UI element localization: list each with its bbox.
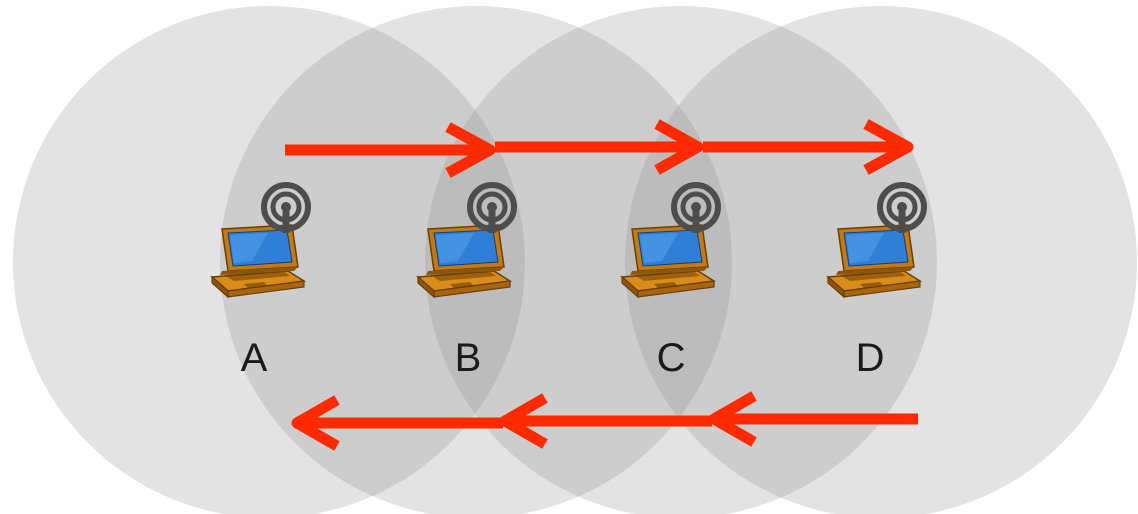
forward-path — [285, 119, 914, 178]
coverage-circles — [13, 6, 1137, 514]
node-c: C — [621, 185, 718, 380]
forward-hop-b-c-arrow — [495, 119, 704, 175]
forward-hop-c-d-arrow — [703, 119, 914, 175]
return-hop-c-b-arrow — [499, 393, 712, 449]
return-hop-d-c-arrow — [708, 391, 918, 447]
node-d-label: D — [856, 336, 885, 380]
node-b: B — [417, 185, 514, 380]
return-hop-b-a-arrow — [291, 395, 503, 451]
node-a: A — [211, 185, 308, 380]
node-a-label: A — [241, 336, 268, 380]
return-path — [291, 391, 918, 451]
forward-hop-a-b-arrow — [285, 122, 496, 178]
node-b-label: B — [455, 336, 482, 380]
node-c-label: C — [657, 336, 686, 380]
node-d: D — [827, 185, 924, 380]
